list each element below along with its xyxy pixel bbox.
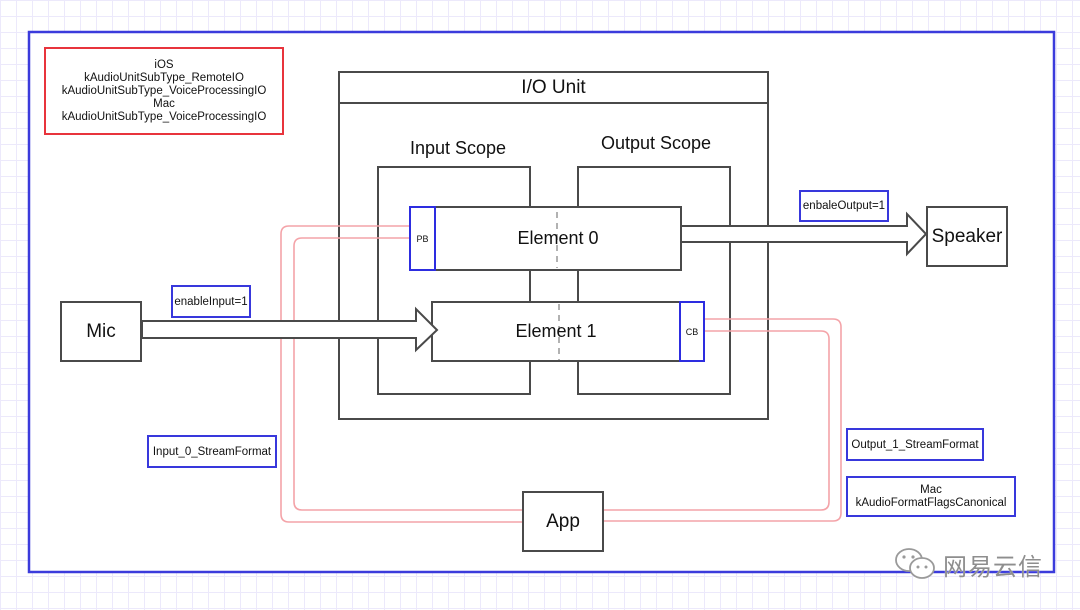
element-0-label: Element 0 bbox=[517, 228, 599, 248]
enable-input-box bbox=[171, 285, 251, 318]
render-callback-line-inner bbox=[293, 237, 523, 511]
mic-to-element1-arrow bbox=[141, 306, 439, 353]
platform-note-line: kAudioUnitSubType_VoiceProcessingIO bbox=[61, 110, 267, 123]
app-label: App bbox=[546, 510, 580, 532]
enable-input-label: enableInput=1 bbox=[174, 295, 248, 308]
platform-note-line: kAudioUnitSubType_VoiceProcessingIO bbox=[61, 84, 267, 97]
platform-note-box bbox=[44, 47, 284, 135]
input-stream-format-box bbox=[147, 435, 277, 468]
app-box[interactable] bbox=[522, 491, 604, 552]
element0-to-speaker-arrow bbox=[680, 211, 928, 257]
platform-note-line: Mac bbox=[153, 97, 175, 110]
mac-flags-line: Mac bbox=[920, 483, 942, 496]
element-1-label: Element 1 bbox=[515, 321, 597, 341]
mic-label: Mic bbox=[86, 320, 116, 342]
platform-note-line: iOS bbox=[154, 58, 174, 71]
element-0-box[interactable] bbox=[409, 206, 682, 271]
output-scope-label: Output Scope bbox=[600, 133, 712, 153]
output-scope-box bbox=[577, 166, 731, 395]
mic-box[interactable] bbox=[60, 301, 142, 362]
speaker-label: Speaker bbox=[931, 225, 1003, 247]
input-callback-line-outer bbox=[603, 318, 842, 522]
input-callback-line-inner bbox=[603, 330, 830, 511]
io-unit-title: I/O Unit bbox=[521, 76, 586, 98]
output-stream-format-box bbox=[846, 428, 984, 461]
platform-note: iOS kAudioUnitSubType_RemoteIO kAudioUni… bbox=[45, 48, 283, 134]
input-scope-label: Input Scope bbox=[409, 138, 507, 158]
enable-output-label: enbaleOutput=1 bbox=[802, 200, 886, 212]
mac-flags-line: kAudioFormatFlagsCanonical bbox=[855, 496, 1007, 509]
platform-note-line: kAudioUnitSubType_RemoteIO bbox=[84, 71, 244, 84]
io-unit-box bbox=[338, 71, 769, 420]
input-scope-box bbox=[377, 166, 531, 395]
output-stream-format-label: Output_1_StreamFormat bbox=[851, 438, 979, 451]
pb-port-label: PB bbox=[416, 233, 429, 244]
watermark: 网易云信 bbox=[893, 546, 1043, 582]
render-callback-line-outer bbox=[280, 225, 523, 523]
speaker-box[interactable] bbox=[926, 206, 1008, 267]
mac-flags-box bbox=[846, 476, 1016, 517]
cb-port[interactable] bbox=[679, 301, 705, 362]
input-stream-format-label: Input_0_StreamFormat bbox=[152, 445, 272, 458]
watermark-text: 网易云信 bbox=[943, 552, 1043, 581]
pb-port[interactable] bbox=[409, 206, 436, 271]
enable-output-box bbox=[799, 190, 889, 222]
cb-port-label: CB bbox=[685, 326, 699, 337]
mac-flags-label: Mac kAudioFormatFlagsCanonical bbox=[847, 477, 1015, 516]
wechat-icon bbox=[895, 548, 935, 579]
